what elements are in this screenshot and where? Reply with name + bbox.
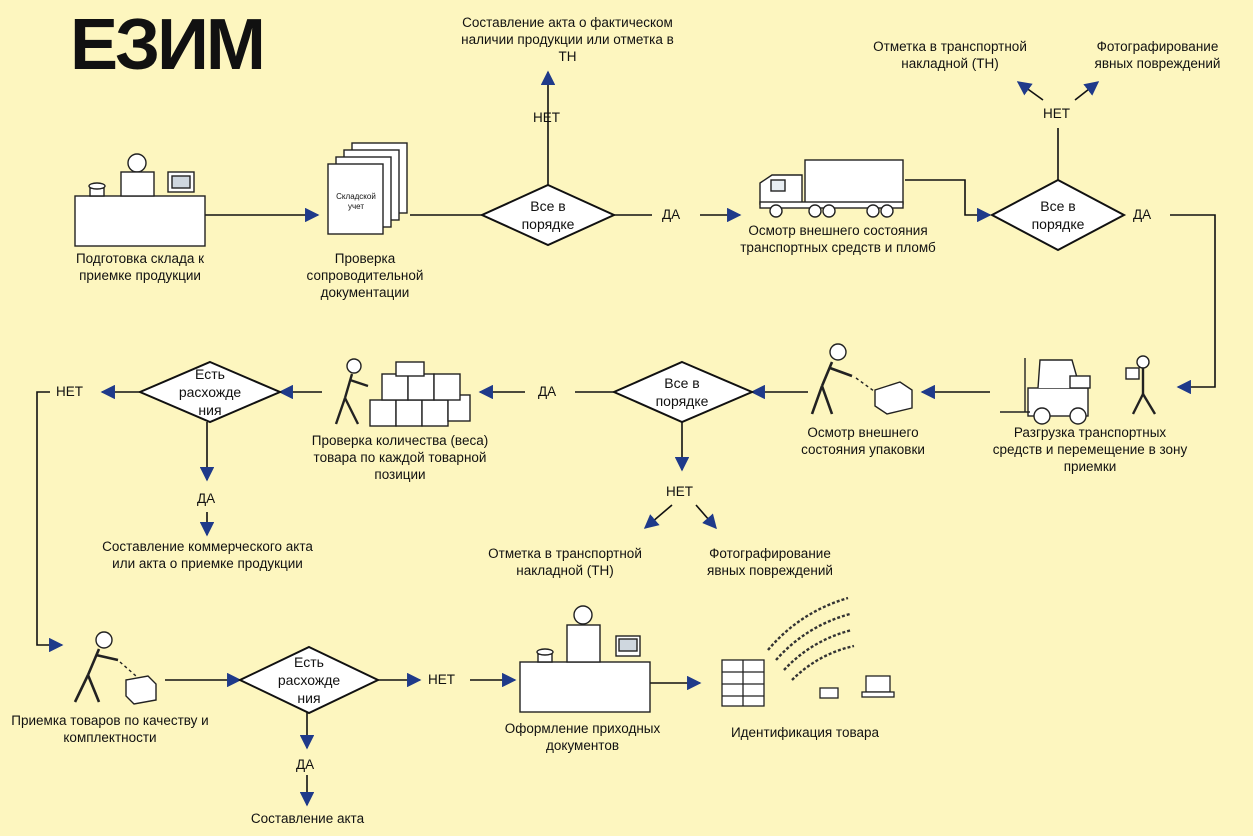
step-quality-acceptance: Приемка товаров по качеству и комплектно… bbox=[11, 713, 209, 745]
truck-icon bbox=[759, 159, 904, 218]
step-availability-act: Составление акта о фактическом наличии п… bbox=[461, 15, 674, 64]
arrow-no-to-photo-2 bbox=[695, 504, 717, 530]
step-photo-damage-1: Фотографирование явных повреждений bbox=[1094, 39, 1221, 71]
step-photo-damage-2: Фотографирование явных повреждений bbox=[707, 546, 833, 578]
arrow-no-to-note-tn-1 bbox=[1016, 81, 1044, 101]
forklift-icon bbox=[1000, 358, 1091, 425]
receipt-desk-icon bbox=[519, 605, 651, 713]
no-label-packaging: НЕТ bbox=[666, 484, 693, 499]
warehouse-desk-icon bbox=[74, 153, 206, 247]
yes-label-quality: ДА bbox=[296, 757, 315, 772]
step-note-tn-2: Отметка в транспортной накладной (ТН) bbox=[488, 546, 642, 578]
step-check-documents: Проверка сопроводительной документации bbox=[306, 251, 424, 300]
decision-quantity-label: Есть расхожде ния bbox=[178, 366, 242, 418]
yes-label-packaging: ДА bbox=[538, 384, 557, 399]
decision-packaging-diamond bbox=[611, 360, 755, 424]
step-commercial-act: Составление коммерческого акта или акта … bbox=[102, 539, 313, 571]
document-sheet-label: Складской учет bbox=[336, 192, 376, 211]
decision-transport-label: Все в порядке bbox=[1031, 198, 1085, 232]
decision-documents-label: Все в порядке bbox=[521, 198, 575, 232]
step-note-tn-1: Отметка в транспортной накладной (ТН) bbox=[873, 39, 1027, 71]
no-label-transport: НЕТ bbox=[1043, 106, 1070, 121]
decision-quality-diamond bbox=[237, 645, 381, 715]
yes-label-documents: ДА bbox=[662, 207, 681, 222]
documents-stack-icon bbox=[327, 142, 408, 235]
yes-label-quantity: ДА bbox=[197, 491, 216, 506]
arrow-no-to-photo-1 bbox=[1074, 81, 1100, 101]
boxes-stack-icon bbox=[369, 361, 471, 427]
no-label-documents: НЕТ bbox=[533, 110, 560, 125]
step-receipt-documents: Оформление приходных документов bbox=[504, 721, 661, 753]
step-inspect-packaging: Осмотр внешнего состояния упаковки bbox=[801, 425, 925, 457]
decision-quantity-diamond bbox=[137, 360, 283, 424]
decision-packaging-label: Все в порядке bbox=[655, 375, 709, 409]
arrow-truck-to-decision2 bbox=[905, 179, 992, 223]
arrow-no-to-note-tn-2 bbox=[643, 504, 673, 529]
decision-quality-label: Есть расхожде ния bbox=[277, 654, 341, 706]
decision-documents-diamond bbox=[479, 183, 617, 247]
decision-transport-diamond bbox=[989, 178, 1127, 252]
logo-text: ЕЗИМ bbox=[70, 5, 266, 85]
step-draw-up-act: Составление акта bbox=[250, 811, 365, 826]
yes-label-transport: ДА bbox=[1133, 207, 1152, 222]
worker-carrying-icon bbox=[1125, 355, 1157, 415]
no-label-quality: НЕТ bbox=[428, 672, 455, 687]
identification-icon bbox=[721, 659, 895, 707]
arrow-no-to-quality-acceptance bbox=[36, 391, 64, 653]
signal-waves-icon bbox=[767, 596, 855, 681]
step-check-quantity: Проверка количества (веса) товара по каж… bbox=[311, 433, 489, 482]
worker-inspecting-icon bbox=[810, 343, 913, 415]
step-prepare-warehouse: Подготовка склада к приемке продукции bbox=[75, 251, 205, 283]
step-identification: Идентификация товара bbox=[730, 725, 880, 740]
no-label-quantity: НЕТ bbox=[56, 384, 83, 399]
step-inspect-vehicles: Осмотр внешнего состояния транспортных с… bbox=[740, 223, 936, 255]
worker-counting-icon bbox=[334, 358, 369, 425]
company-logo: ЕЗИМ bbox=[70, 4, 266, 86]
step-unload-vehicles: Разгрузка транспортных средств и перемещ… bbox=[992, 425, 1188, 474]
arrow-yes-to-unload bbox=[1170, 214, 1216, 395]
worker-quality-icon bbox=[73, 631, 157, 705]
